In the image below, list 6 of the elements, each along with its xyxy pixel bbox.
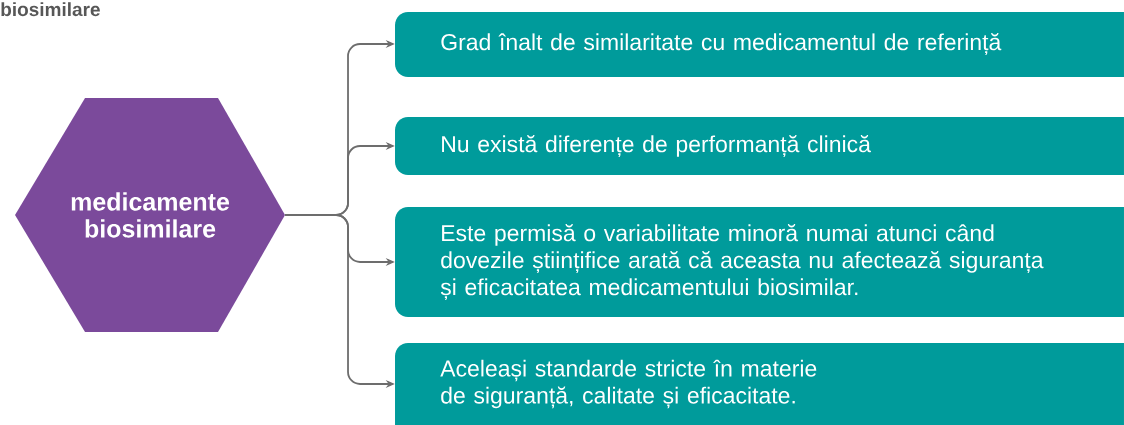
text-box: Este permisă o variabilitate minoră numai atunci când dovezile științifice arată că aceasta nu afectează siguranța și eficacitatea medicamentului biosimilar. <box>395 207 1124 317</box>
text-box: Grad înalt de similaritate cu medicamentul de referință <box>395 12 1124 77</box>
title: biosimilare <box>1 2 100 17</box>
text-box: Aceleași standarde stricte în materie de siguranță, calitate și eficacitate. <box>395 343 1124 425</box>
text-box: Nu există diferențe de performanță clinică <box>395 117 1124 175</box>
hexagon: medicamente biosimilare <box>15 98 285 332</box>
